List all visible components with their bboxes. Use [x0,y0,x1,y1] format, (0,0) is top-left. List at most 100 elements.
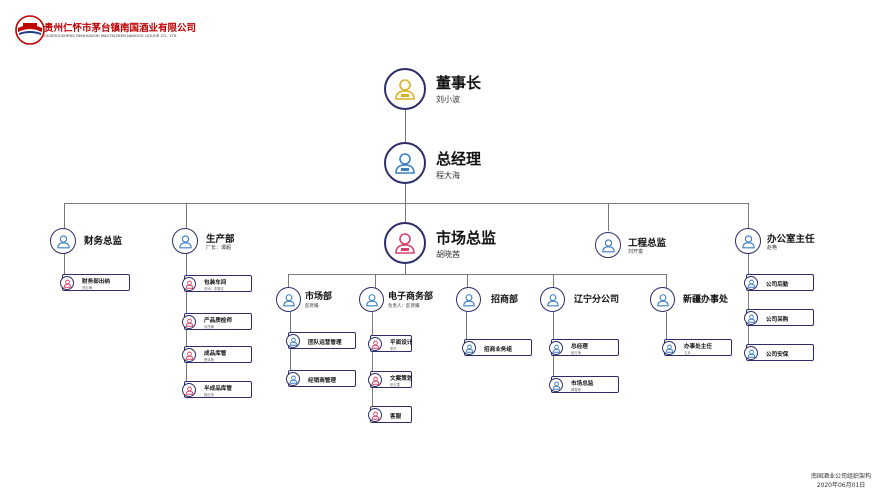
box-liaoning-marketing[interactable]: 市场总监 郝雪峰 [549,376,619,393]
person-icon [549,378,563,392]
engineering-person: 刘开富 [628,249,644,255]
xinjiang-title: 新疆办事处 [683,295,729,305]
person-icon [182,383,196,397]
box-title: 经销商管理 [308,378,336,384]
drop-production [186,203,188,229]
person-icon [182,348,196,362]
box-title: 市场总监 [571,381,594,387]
node-market-dept[interactable]: 市场部 彭贤耀 [276,287,356,313]
box-investment-group[interactable]: 招商业务组 [462,339,532,356]
box-finance-cashier[interactable]: 财务部出纳 郑玉梅 [60,274,130,291]
drop-market-dept [288,274,290,288]
drop-xinjiang [666,274,668,288]
ecommerce-vertical [372,312,374,416]
liaoning-avatar [540,287,565,312]
box-security[interactable]: 公司安保 [744,344,814,361]
box-graphic-design[interactable]: 平面设计 李杰 [368,335,412,352]
box-liaoning-gm[interactable]: 总经理 吴万海 [549,339,619,356]
box-person: 郑玉梅 [82,286,92,290]
drop-liaoning [553,274,555,288]
person-icon [744,346,758,360]
node-office[interactable]: 办公室主任 赵艳 [735,228,845,256]
chairman-title: 董事长 [436,74,482,92]
box-logistics[interactable]: 公司后勤 [744,274,814,291]
node-ecommerce[interactable]: 电子商务部 负责人：彭贤耀 [359,287,459,313]
footer-caption: 南国酒业公司组织架构 2020年06月01日 [811,472,871,490]
box-title: 公司后勤 [766,282,789,288]
box-person: 吴万海 [571,351,581,355]
drop-ecommerce [375,274,377,288]
chairman-avatar [384,68,426,110]
person-icon [56,234,70,248]
box-title: 总经理 [571,344,588,350]
person-icon [395,233,415,254]
box-distributor[interactable]: 经销商管理 [286,370,356,387]
person-icon [365,293,378,306]
box-title: 包装车间 [204,280,227,286]
footer-title: 南国酒业公司组织架构 [810,473,871,480]
person-icon [368,408,382,422]
box-title: 半成品库管 [204,386,232,392]
drop-investment [467,274,469,288]
drop-engineering [608,203,610,231]
node-engineering[interactable]: 工程总监 刘开富 [595,232,695,260]
office-avatar [735,228,761,254]
market-dept-person: 彭贤耀 [305,304,319,309]
person-icon [462,293,475,306]
node-liaoning[interactable]: 辽宁分公司 [540,287,640,313]
node-gm[interactable]: 总经理 程大海 [384,142,504,186]
node-finance[interactable]: 财务总监 [50,228,150,254]
finance-vertical [64,252,66,282]
box-finished-goods[interactable]: 成品库管 罗泽美 [182,346,252,363]
box-title: 产品质检师 [204,318,232,324]
node-production[interactable]: 生产部 厂长：谭超 [172,228,272,256]
person-icon [368,373,382,387]
box-person: 王兵 [684,351,691,355]
node-marketing-director[interactable]: 市场总监 胡晓茜 [384,222,524,266]
person-icon [286,372,300,386]
box-person: 郝雪峰 [571,388,581,392]
box-customer-service[interactable]: 客服 [368,406,412,423]
box-semi-finished[interactable]: 半成品库管 程应萍 [182,381,252,398]
office-person: 赵艳 [767,245,778,251]
person-icon [662,341,676,355]
marketing-director-avatar [384,222,426,264]
drop-marketing [405,203,407,225]
box-person: 李杰 [390,347,397,351]
person-icon [546,293,559,306]
person-icon [395,79,415,100]
box-title: 团队运营管理 [308,340,342,346]
box-title: 招商业务组 [484,347,512,353]
box-purchasing[interactable]: 公司采购 [744,309,814,326]
person-icon [601,238,615,252]
box-team-ops[interactable]: 团队运营管理 [286,332,356,349]
node-investment[interactable]: 招商部 [456,287,536,313]
person-icon [60,276,74,290]
investment-avatar [456,287,481,312]
box-packaging[interactable]: 包装车间 车间：李春花 [182,275,252,292]
box-title: 客服 [390,414,402,420]
person-icon [395,153,415,174]
node-chairman[interactable]: 董事长 刘小波 [384,68,504,112]
connector-gm-branch [405,180,407,204]
liaoning-title: 辽宁分公司 [574,295,620,305]
person-icon [282,293,295,306]
box-xinjiang-director[interactable]: 办事处主任 王兵 [662,339,732,356]
connector-chairman-gm [405,110,407,148]
node-xinjiang[interactable]: 新疆办事处 [650,287,750,313]
office-vertical [748,252,750,352]
box-title: 成品库管 [204,351,227,357]
market-dept-avatar [276,287,301,312]
chairman-person: 刘小波 [436,95,460,104]
person-icon [182,315,196,329]
marketing-director-title: 市场总监 [436,229,497,247]
engineering-title: 工程总监 [628,238,667,249]
box-copywriting[interactable]: 文案策划 张玉雪 [368,371,412,388]
person-icon [744,276,758,290]
connector-level2-horizontal [64,203,749,205]
box-quality[interactable]: 产品质检师 肖茂梅 [182,313,252,330]
finance-title: 财务总监 [84,236,123,247]
person-icon [741,234,755,248]
gm-person: 程大海 [436,171,460,180]
xinjiang-vertical [666,312,668,348]
